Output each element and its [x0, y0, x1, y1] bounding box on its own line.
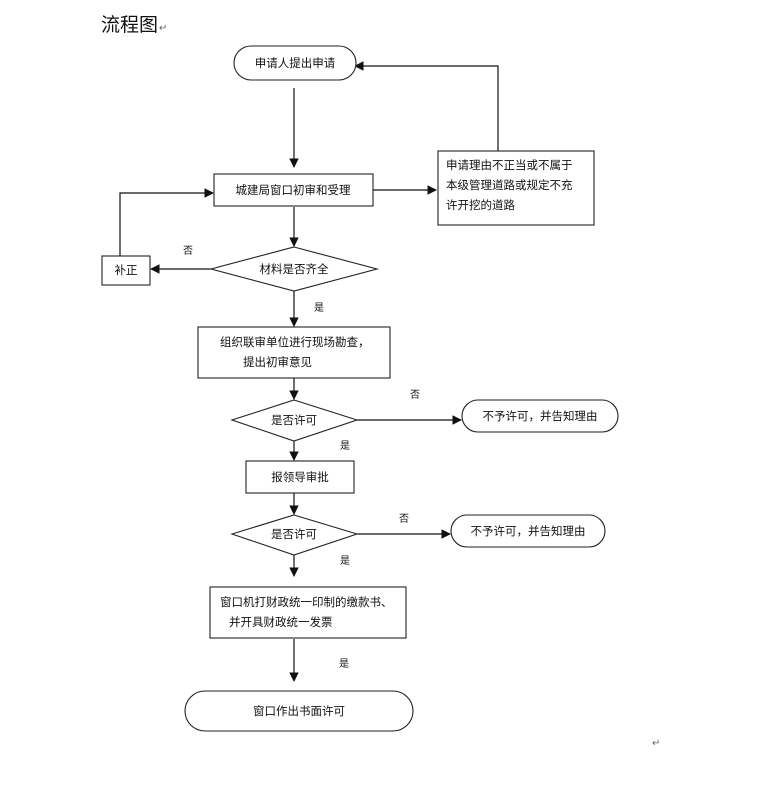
node-permit-1-shape — [230, 399, 359, 442]
node-written-permit: 窗口作出书面许可 — [184, 690, 414, 732]
node-invoice-shape — [209, 586, 407, 639]
node-accept: 城建局窗口初审和受理 — [213, 173, 374, 207]
paragraph-mark-icon: ↵ — [159, 23, 168, 34]
node-deny-2-shape — [450, 514, 606, 548]
node-reject-reason-shape — [437, 150, 595, 226]
node-invoice-line-2: 并开具财政统一发票 — [229, 615, 333, 629]
node-written-permit-label: 窗口作出书面许可 — [253, 704, 345, 718]
node-supplement: 补正 — [101, 255, 151, 286]
page-title: 流程图↵ — [101, 10, 167, 37]
node-survey-shape — [197, 326, 391, 379]
node-reject-reason-line-3: 许开挖的道路 — [446, 198, 515, 212]
node-permit-2-label: 是否许可 — [271, 527, 317, 541]
edge-reject-reason-to-apply — [354, 61, 499, 151]
node-invoice-line-1: 窗口机打财政统一印制的缴款书、 — [220, 595, 393, 609]
edge-labels: 否 是 否 是 否 是 是 — [183, 245, 420, 670]
edge-label-no-permit-1: 否 — [410, 389, 420, 401]
node-deny-2-label: 不予许可，并告知理由 — [471, 524, 586, 538]
node-leader-shape — [245, 460, 355, 494]
edge-label-yes-permit-2: 是 — [340, 555, 350, 567]
node-reject-reason-line-2: 本级管理道路或规定不充 — [446, 178, 573, 192]
edge-label-yes-materials: 是 — [314, 302, 324, 314]
edge-supplement-to-accept — [119, 188, 214, 256]
node-accept-shape — [213, 173, 374, 207]
node-deny-1-shape — [461, 399, 619, 433]
node-materials: 材料是否齐全 — [208, 246, 380, 292]
node-deny-1-label: 不予许可，并告知理由 — [483, 409, 598, 423]
edge-label-no-permit-2: 否 — [399, 513, 409, 525]
node-leader-label: 报领导审批 — [271, 470, 329, 484]
node-leader: 报领导审批 — [245, 460, 355, 494]
node-invoice: 窗口机打财政统一印制的缴款书、 并开具财政统一发票 — [209, 586, 407, 639]
node-permit-2-shape — [230, 514, 359, 556]
node-permit-1-label: 是否许可 — [271, 413, 317, 427]
edge-label-no-materials: 否 — [183, 245, 193, 257]
node-reject-reason-line-1: 申请理由不正当或不属于 — [446, 158, 573, 172]
node-materials-shape — [208, 246, 380, 292]
node-apply: 申请人提出申请 — [233, 45, 357, 81]
node-permit-1: 是否许可 — [230, 399, 359, 442]
node-survey-line-1: 组织联审单位进行现场勘查， — [220, 335, 370, 349]
node-materials-label: 材料是否齐全 — [260, 262, 329, 276]
edge-label-yes-permit-1: 是 — [340, 440, 350, 452]
title-text: 流程图 — [101, 14, 159, 36]
node-accept-label: 城建局窗口初审和受理 — [236, 183, 351, 197]
node-written-permit-shape — [184, 690, 414, 732]
node-reject-reason: 申请理由不正当或不属于 本级管理道路或规定不充 许开挖的道路 — [437, 150, 595, 226]
node-deny-2: 不予许可，并告知理由 — [450, 514, 606, 548]
node-supplement-shape — [101, 255, 151, 286]
node-permit-2: 是否许可 — [230, 514, 359, 556]
node-deny-1: 不予许可，并告知理由 — [461, 399, 619, 433]
end-paragraph-mark-icon: ↵ — [652, 738, 661, 749]
edges — [119, 61, 499, 682]
node-supplement-label: 补正 — [115, 263, 138, 277]
node-survey: 组织联审单位进行现场勘查， 提出初审意见 — [197, 326, 391, 379]
node-survey-line-2: 提出初审意见 — [243, 355, 312, 369]
edge-label-yes-invoice: 是 — [339, 658, 349, 670]
node-apply-shape — [233, 45, 357, 81]
node-apply-label: 申请人提出申请 — [255, 56, 336, 70]
